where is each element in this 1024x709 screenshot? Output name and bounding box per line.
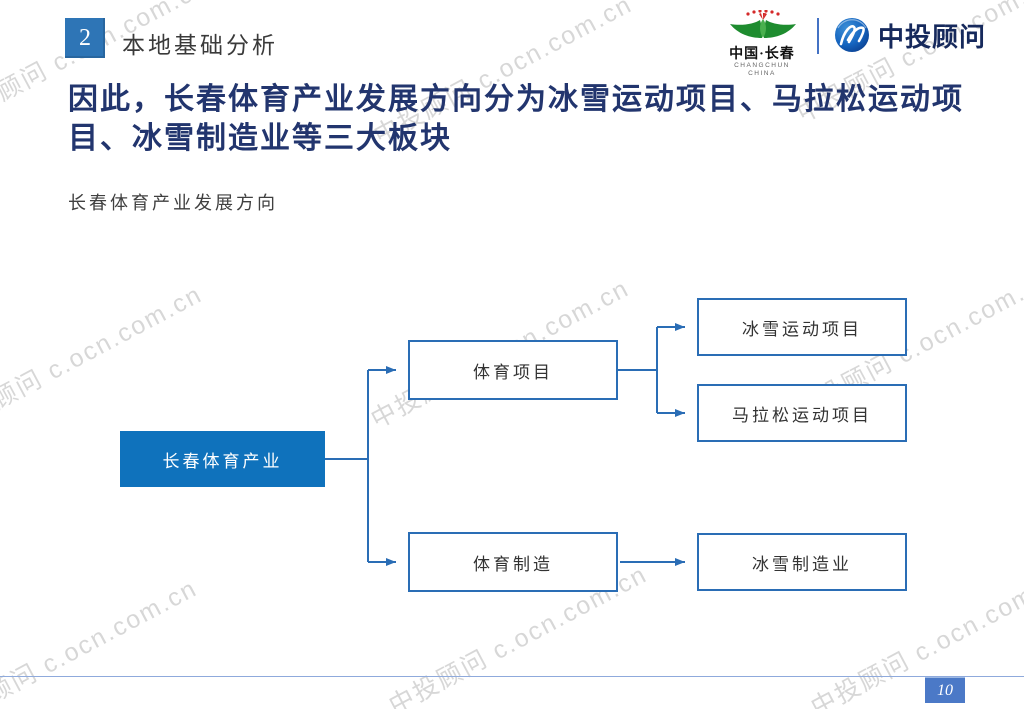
diagram-node-marathon: 马拉松运动项目: [697, 384, 907, 442]
page-title-line1: 因此，长春体育产业发展方向分为冰雪运动项目、马拉松运动项: [68, 83, 964, 116]
ocn-logo: 中投顾问: [833, 16, 986, 54]
diagram-node-root: 长春体育产业: [120, 431, 325, 487]
ocn-globe-icon: [834, 18, 869, 52]
page-title-line2: 目、冰雪制造业等三大板块: [68, 122, 452, 155]
section-number: 2: [79, 24, 91, 51]
changchun-logo: 中国·长春 CHANGCHUN CHINA: [719, 9, 805, 78]
watermark-text: 中投顾问 c.ocn.com.cn: [0, 280, 208, 441]
changchun-tree-icon: [729, 9, 796, 38]
watermark-text: 中投顾问 c.ocn.com.cn: [0, 574, 203, 709]
section-number-chip: 2: [65, 18, 105, 58]
ocn-logo-name: 中投顾问: [877, 21, 986, 52]
diagram-node-sports-manufacturing: 体育制造: [408, 532, 618, 592]
diagram-node-ice-snow-manufacturing: 冰雪制造业: [697, 533, 907, 591]
section-title: 本地基础分析: [122, 33, 278, 58]
page-number-badge: 10: [925, 677, 965, 703]
changchun-logo-subtitle: CHANGCHUN CHINA: [734, 62, 790, 77]
logo-divider: [816, 18, 819, 54]
diagram-node-ice-snow-sports: 冰雪运动项目: [697, 298, 907, 356]
changchun-logo-name: 中国·长春: [729, 47, 795, 62]
footer-divider: [0, 676, 1024, 677]
page-title: 因此，长春体育产业发展方向分为冰雪运动项目、马拉松运动项 目、冰雪制造业等三大板…: [68, 80, 978, 158]
diagram-node-sports-projects: 体育项目: [408, 340, 618, 400]
diagram-caption: 长春体育产业发展方向: [68, 193, 278, 213]
logo-group: 中国·长春 CHANGCHUN CHINA 中投顾问: [719, 9, 986, 77]
